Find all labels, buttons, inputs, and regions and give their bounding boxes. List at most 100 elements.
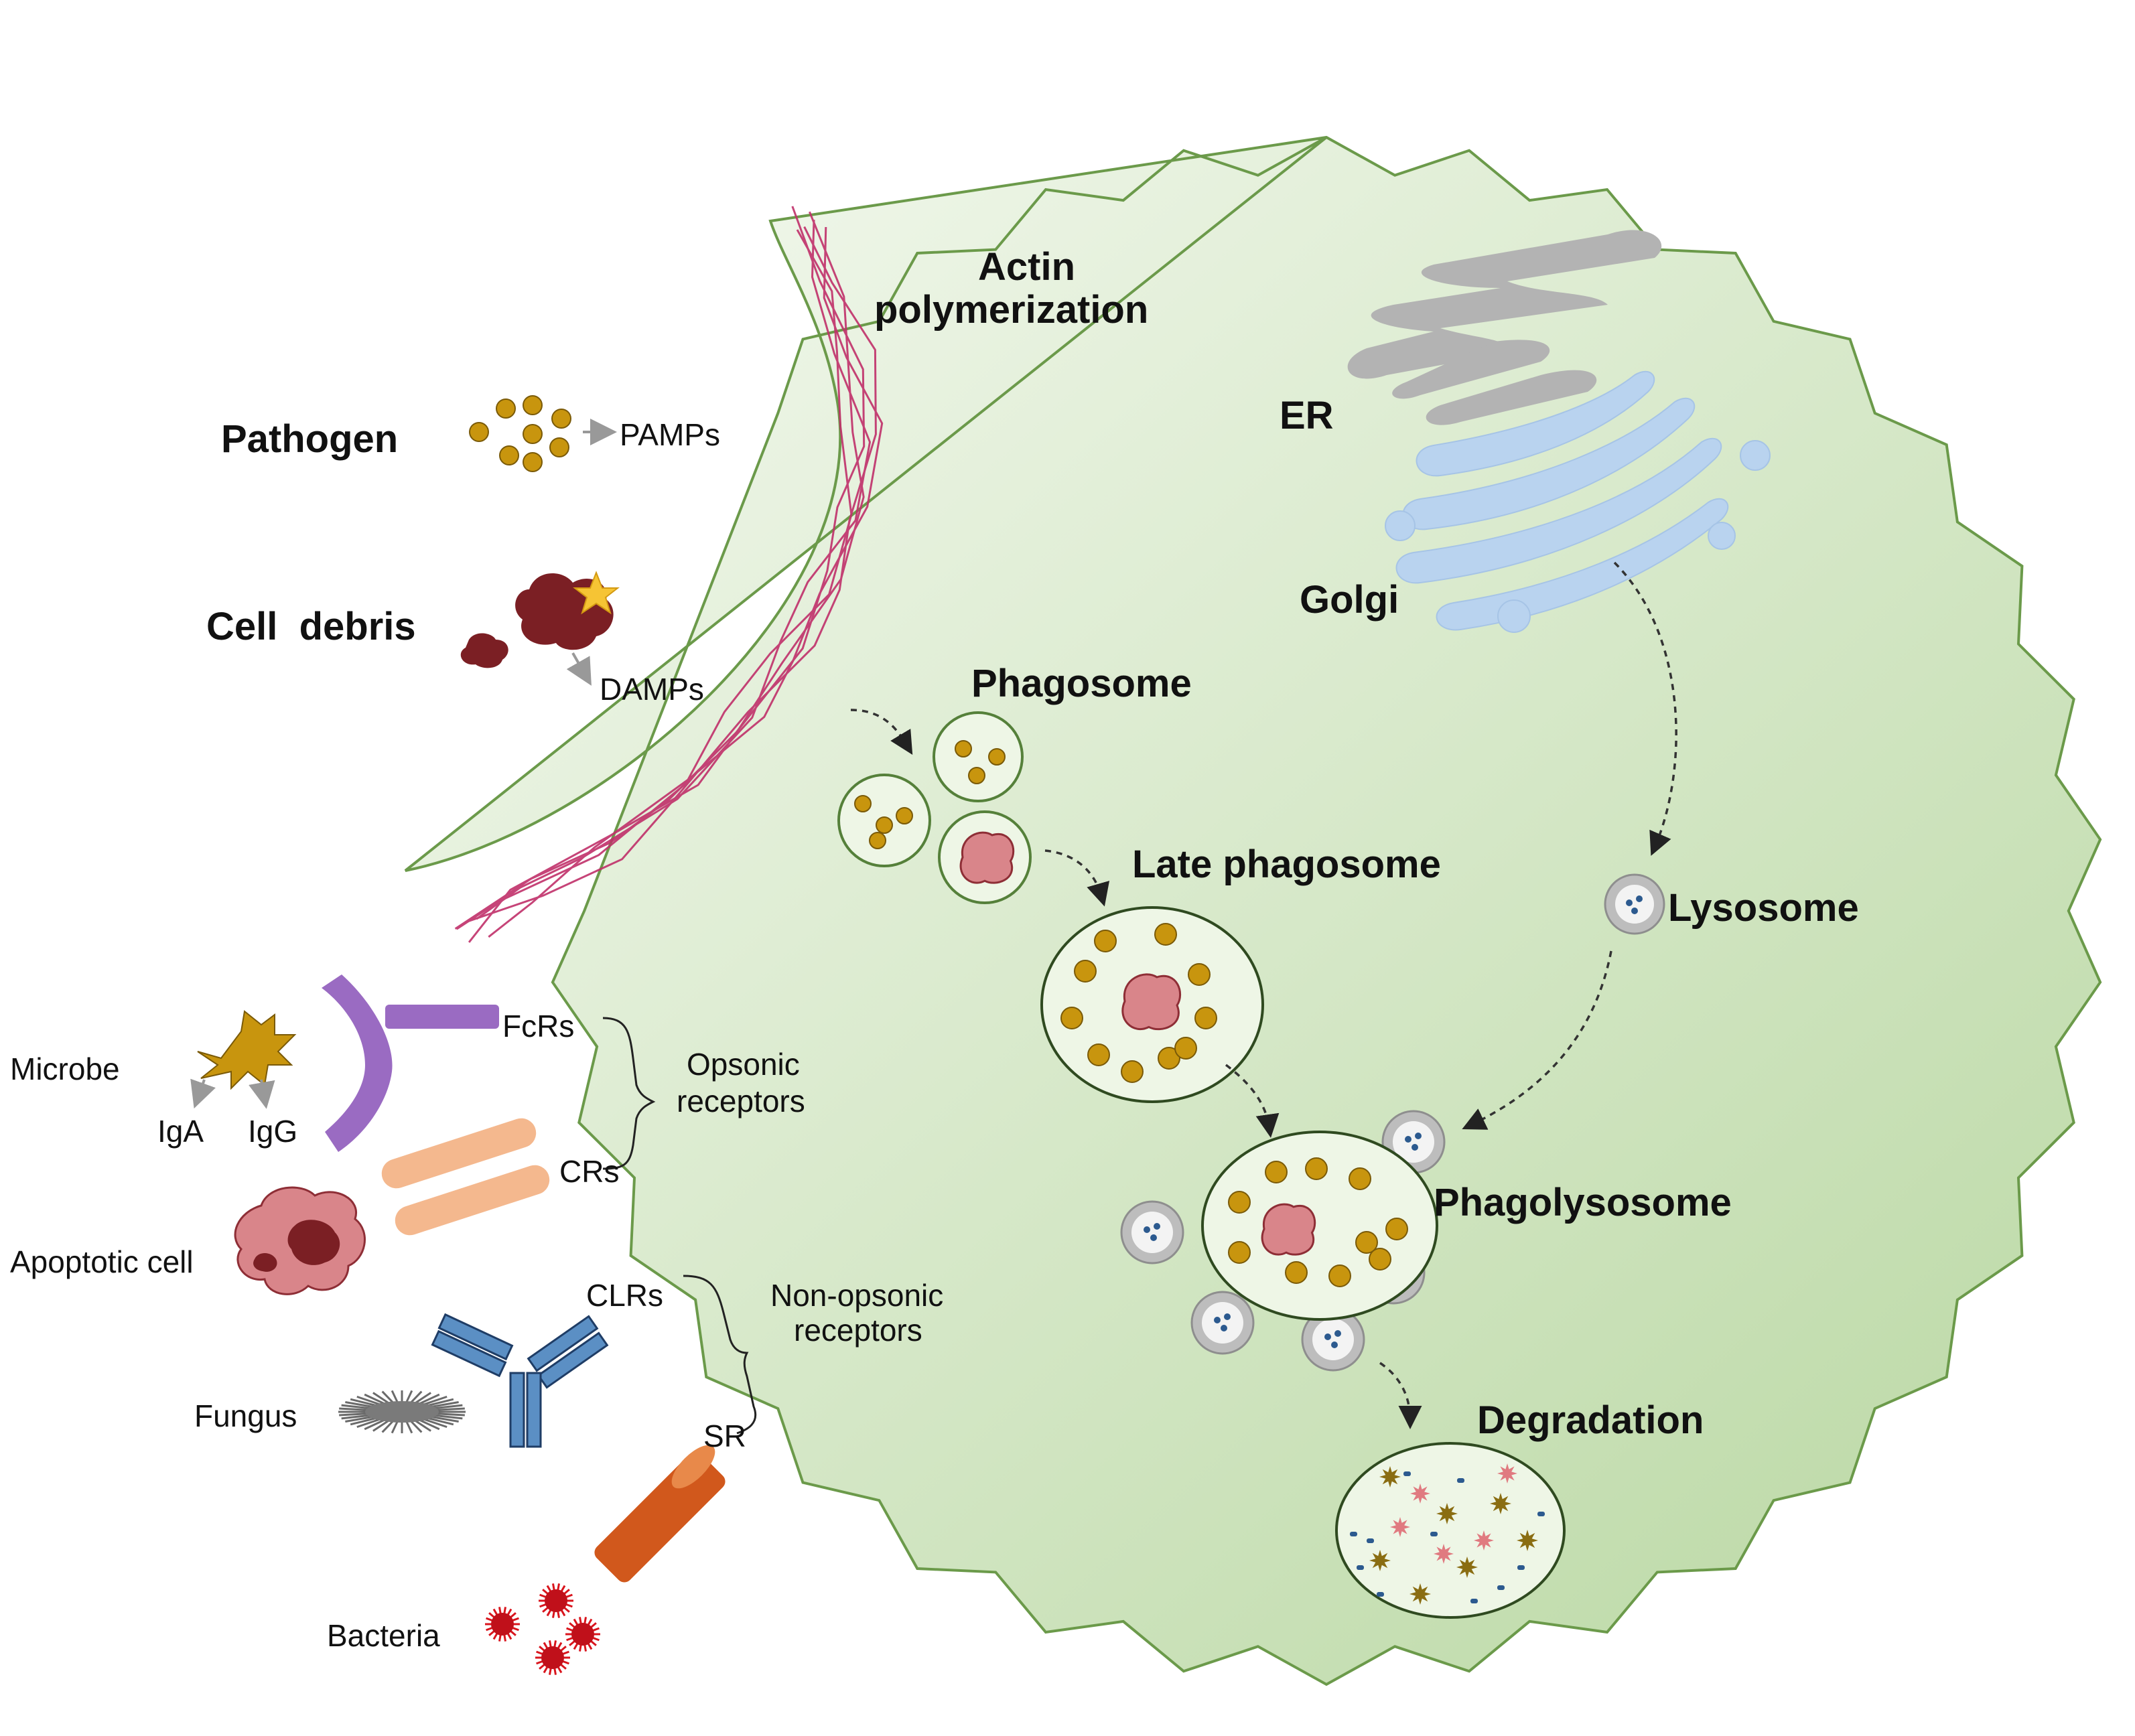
cargo-particle <box>1154 923 1177 946</box>
lysosome-label: Lysosome <box>1668 886 1859 930</box>
lysosome-lumen <box>1202 1302 1243 1344</box>
cargo-particle <box>1385 1218 1408 1240</box>
bacterium-body <box>571 1623 594 1646</box>
fragment-star <box>1517 1530 1538 1551</box>
cargo-particle <box>896 807 913 824</box>
lysosome-organelle <box>1604 873 1665 935</box>
fungus-body <box>365 1401 439 1423</box>
fragment-chip <box>1367 1538 1374 1543</box>
cr-receptor <box>381 1118 550 1236</box>
igg-arrow <box>249 1079 275 1109</box>
er-label: ER <box>1280 394 1334 437</box>
fragment-star <box>1434 1544 1454 1564</box>
cargo-particle <box>1265 1161 1288 1183</box>
cargo-particle <box>1060 1007 1083 1029</box>
cargo-particle <box>499 445 519 465</box>
clr-receptor <box>431 1313 609 1448</box>
enzyme-dot <box>1144 1226 1150 1233</box>
enzyme-dot <box>1224 1313 1231 1320</box>
er-organelle <box>1347 230 1662 425</box>
cargo-particle <box>1074 960 1097 983</box>
fragment-star <box>1390 1517 1410 1537</box>
cargo-particle <box>854 795 872 812</box>
enzyme-dot <box>1415 1133 1422 1139</box>
enzyme-dot <box>1154 1223 1160 1230</box>
non-opsonic-label-line1: Non-opsonic <box>770 1278 943 1313</box>
cargo-particle <box>1285 1261 1308 1284</box>
non-opsonic-label-line2: receptors <box>794 1313 922 1348</box>
fragment-star <box>1409 1583 1431 1605</box>
late-phagosome-label: Late phagosome <box>1132 843 1441 886</box>
damps-label: DAMPs <box>600 672 704 707</box>
cargo-particle <box>1194 1007 1217 1029</box>
apoptotic-cell-label: Apoptotic cell <box>10 1244 194 1279</box>
fragment-star <box>1490 1493 1511 1514</box>
actin-filament <box>456 229 853 930</box>
enzyme-dot <box>1324 1333 1331 1340</box>
degradation-vesicle <box>1335 1442 1566 1619</box>
opsonic-bracket <box>602 1017 656 1170</box>
enzyme-dot <box>1221 1325 1227 1331</box>
bacterium-body <box>491 1613 514 1636</box>
enzyme-dot <box>1405 1136 1411 1143</box>
sr-label: SR <box>703 1419 746 1453</box>
pathogen-label: Pathogen <box>221 417 398 461</box>
fragment-star <box>1456 1557 1478 1578</box>
cargo-particle <box>1305 1157 1328 1180</box>
crs-label: CRs <box>559 1154 619 1189</box>
actin-filament <box>488 226 884 938</box>
cargo-particle <box>1328 1264 1351 1287</box>
cargo-particle <box>1087 1043 1110 1066</box>
fragment-star <box>1379 1466 1401 1488</box>
fragment-chip <box>1403 1471 1411 1476</box>
golgi-label: Golgi <box>1300 578 1399 622</box>
debris-blob <box>959 831 1015 884</box>
opsonic-label-line2: receptors <box>677 1084 805 1118</box>
microbe-icon <box>197 1010 297 1090</box>
golgi-apparatus <box>1385 370 1771 633</box>
phagolysosome <box>1201 1131 1438 1321</box>
phagosome-cargo <box>854 740 1006 849</box>
cargo-particle <box>469 422 489 442</box>
cargo-particle <box>523 424 543 444</box>
clrs-label: CLRs <box>586 1278 663 1313</box>
fragment-chip <box>1377 1592 1384 1597</box>
iga-label: IgA <box>157 1114 204 1149</box>
cargo-particle <box>1228 1241 1251 1264</box>
actin-label-line2: polymerization <box>874 288 1148 332</box>
fragment-star <box>1369 1550 1391 1571</box>
fragment-chip <box>1457 1478 1464 1483</box>
actin-filaments <box>454 206 884 943</box>
fragment-star <box>1474 1530 1494 1550</box>
phagolysosome-label: Phagolysosome <box>1434 1181 1732 1224</box>
fragment-star <box>1497 1463 1517 1484</box>
fragment-chip <box>1350 1532 1357 1536</box>
apoptotic-cell-icon <box>234 1186 366 1295</box>
enzyme-dot <box>1214 1317 1221 1323</box>
lysosome-lumen <box>1131 1212 1173 1253</box>
cargo-particle <box>496 399 516 419</box>
cargo-particle <box>1355 1231 1378 1254</box>
phagosome-label: Phagosome <box>971 662 1192 705</box>
cargo-particle <box>869 832 886 849</box>
fragment-chip <box>1537 1512 1545 1516</box>
fcrs-label: FcRs <box>502 1009 574 1043</box>
actin-label-line1: Actin <box>978 245 1075 289</box>
cargo-particle <box>523 395 543 415</box>
cargo-particle <box>1094 930 1117 952</box>
lysosome-lumen <box>1393 1121 1434 1163</box>
iga-arrow <box>190 1078 216 1109</box>
cargo-particle <box>988 748 1006 766</box>
fragment-chip <box>1497 1585 1505 1590</box>
actin-filament <box>454 206 866 930</box>
labels: Actin polymerization ER Golgi Pathogen P… <box>10 245 1859 1653</box>
microbe-label: Microbe <box>10 1052 120 1086</box>
degradation-fragments <box>1350 1463 1545 1605</box>
enzyme-dot <box>1334 1330 1341 1337</box>
actin-filament <box>466 226 877 923</box>
fungus-label: Fungus <box>194 1398 297 1433</box>
opsonic-label-line1: Opsonic <box>687 1047 800 1082</box>
non-opsonic-bracket <box>683 1275 757 1435</box>
sr-receptor <box>594 1445 726 1583</box>
